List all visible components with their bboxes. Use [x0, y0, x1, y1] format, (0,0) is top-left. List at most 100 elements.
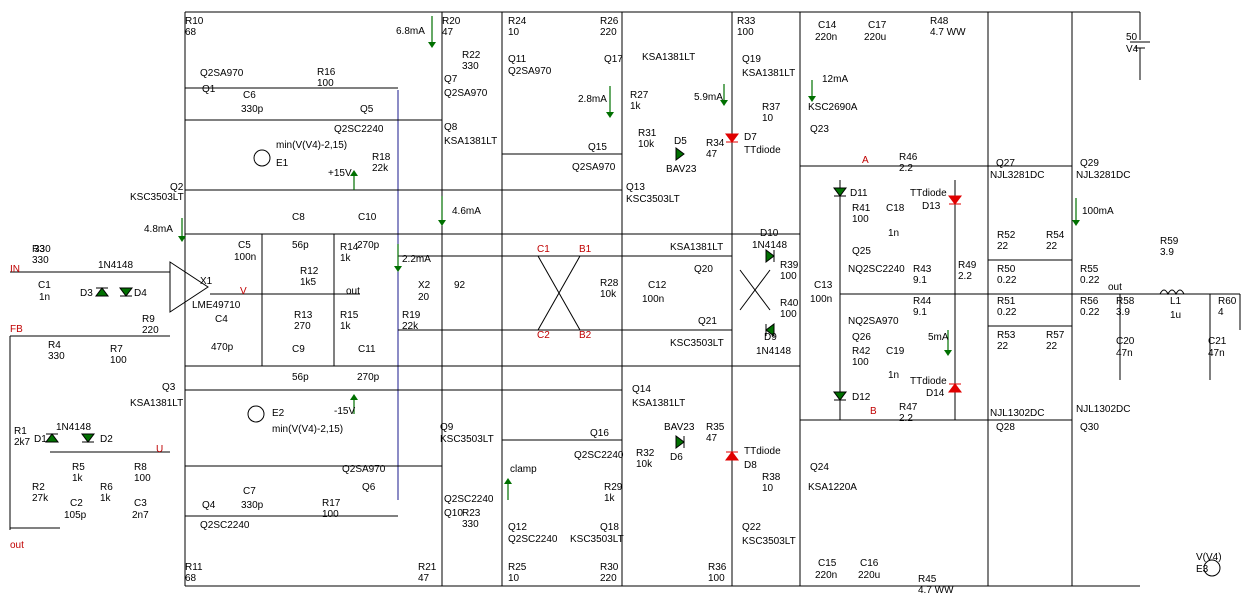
- component-value-r6: 1k: [100, 493, 112, 504]
- component-value-r5: 1k: [72, 473, 84, 484]
- annotation-128: Q2SC2240: [444, 494, 494, 505]
- annotation-75: NJL3281DC: [990, 170, 1044, 181]
- annotation-103: KSA1381LT: [632, 398, 685, 409]
- component-value-r40: 100: [780, 309, 797, 320]
- annotation-142: V(V4): [1196, 552, 1222, 563]
- annotation-95: KSC3503LT: [670, 338, 724, 349]
- annotation-40: C16: [860, 558, 879, 569]
- annotation-101: KSA1381LT: [130, 398, 183, 409]
- component-name-r59: R59: [1160, 236, 1179, 247]
- component-value-r31: 10k: [638, 139, 655, 150]
- component-value-r59: 3.9: [1160, 247, 1174, 258]
- annotation-26: C19: [886, 346, 905, 357]
- annotation-77: NJL3281DC: [1076, 170, 1130, 181]
- annotation-145: 2.8mA: [578, 94, 607, 105]
- component-value-r36: 100: [708, 573, 725, 584]
- annotation-27: 1n: [888, 370, 899, 381]
- component-value-r38: 10: [762, 483, 774, 494]
- component-name-r47: R47: [899, 402, 918, 413]
- annotation-112: Q30: [1080, 422, 1099, 433]
- node-label-4: out: [10, 540, 24, 551]
- component-name-r55: R55: [1080, 264, 1099, 275]
- annotation-149: 4.8mA: [144, 224, 173, 235]
- op-amp-x1: [169, 261, 209, 313]
- component-name-r16: R16: [317, 67, 336, 78]
- annotation-15: 1n: [39, 292, 50, 303]
- annotation-13: 100n: [234, 252, 256, 263]
- annotation-114: 1N4148: [56, 422, 91, 433]
- component-value-r54: 22: [1046, 241, 1058, 252]
- annotation-8: C10: [358, 212, 377, 223]
- component-name-r38: R38: [762, 472, 781, 483]
- annotation-35: 105p: [64, 510, 87, 521]
- component-value-r52: 22: [997, 241, 1009, 252]
- component-name-r2: R2: [32, 482, 45, 493]
- annotation-123: TTdiode: [744, 446, 781, 457]
- component-name-r5: R5: [72, 462, 85, 473]
- component-name-r43: R43: [913, 264, 932, 275]
- annotation-0: C6: [243, 90, 256, 101]
- current-arrows: [178, 16, 1080, 500]
- component-name-r57: R57: [1046, 330, 1065, 341]
- component-name-r34: R34: [706, 138, 725, 149]
- component-value-r13: 270: [294, 321, 311, 332]
- annotation-94: Q21: [698, 316, 717, 327]
- component-name-r11: R11: [185, 562, 203, 573]
- annotation-100: Q3: [162, 382, 176, 393]
- annotation-98: Q26: [852, 332, 871, 343]
- component-value-r2: 27k: [32, 493, 49, 504]
- annotation-42: L1: [1170, 296, 1182, 307]
- node-label-10: B: [870, 406, 877, 417]
- annotation-115: D1: [34, 434, 47, 445]
- annotation-131: KSA1220A: [808, 482, 857, 493]
- annotation-3: 220n: [815, 32, 837, 43]
- annotation-137: KSC3503LT: [570, 534, 624, 545]
- component-value-r56: 0.22: [1080, 307, 1100, 318]
- component-name-r44: R44: [913, 296, 932, 307]
- component-value-r14: 1k: [340, 253, 352, 264]
- component-name-r21: R21: [418, 562, 437, 573]
- component-value-r25: 10: [508, 573, 520, 584]
- component-name-r1: R1: [14, 426, 27, 437]
- annotation-99: NQ2SA970: [848, 316, 899, 327]
- annotation-19: 100n: [810, 294, 832, 305]
- annotation-48: Q5: [360, 104, 374, 115]
- annotation-92: 20: [418, 292, 430, 303]
- component-value-r11: 68: [185, 573, 197, 584]
- component-value-r46: 2.2: [899, 163, 913, 174]
- component-name-r60: R60: [1218, 296, 1237, 307]
- node-label-9: A: [862, 155, 869, 166]
- component-name-r17: R17: [322, 498, 341, 509]
- component-name-r18: R18: [372, 152, 391, 163]
- annotation-17: 100n: [642, 294, 664, 305]
- annotation-14: C1: [38, 280, 51, 291]
- annotation-18: C13: [814, 280, 833, 291]
- component-name-r50: R50: [997, 264, 1016, 275]
- component-name-r19: R19: [402, 310, 421, 321]
- annotation-71: Q13: [626, 182, 645, 193]
- annotation-49: Q2SC2240: [334, 124, 384, 135]
- annotation-86: 1N4148: [98, 260, 133, 271]
- annotation-28: C20: [1116, 336, 1135, 347]
- component-name-r33: R33: [737, 16, 756, 27]
- annotation-82: Q20: [694, 264, 713, 275]
- annotation-65: KSC2690A: [808, 102, 858, 113]
- annotation-143: E3: [1196, 564, 1209, 575]
- annotation-7: 56p: [292, 240, 309, 251]
- component-name-r42: R42: [852, 346, 871, 357]
- component-name-r20: R20: [442, 16, 461, 27]
- annotation-151: 100mA: [1082, 206, 1114, 217]
- annotation-130: Q24: [810, 462, 829, 473]
- component-name-r26: R26: [600, 16, 619, 27]
- component-value-r10: 68: [185, 27, 197, 38]
- annotation-46: Q7: [444, 74, 458, 85]
- annotation-136: Q18: [600, 522, 619, 533]
- annotation-1: 330p: [241, 104, 264, 115]
- component-name-r31: R31: [638, 128, 657, 139]
- annotation-90: LME49710: [192, 300, 241, 311]
- annotation-69: Q2: [170, 182, 184, 193]
- annotation-106: TTdiode: [910, 376, 947, 387]
- component-name-r37: R37: [762, 102, 781, 113]
- annotation-labels: C6330pC14220nC17220uC856pC10270pC181nC51…: [34, 20, 1227, 581]
